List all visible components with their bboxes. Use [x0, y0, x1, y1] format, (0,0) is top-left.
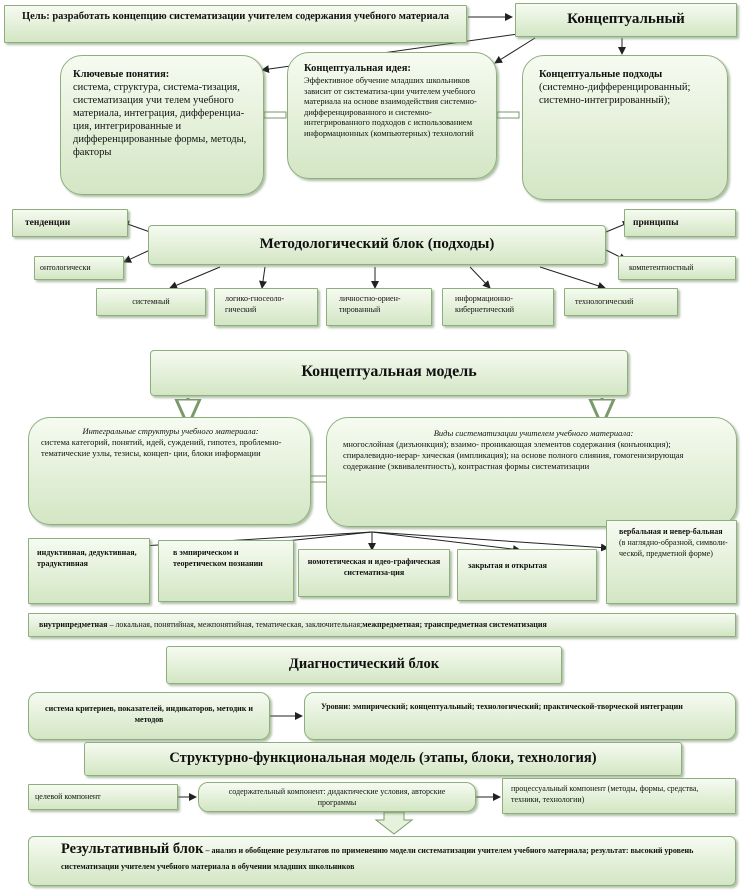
tendencies-box: тенденции	[12, 209, 128, 237]
conceptual-box: Концептуальный	[515, 3, 737, 37]
process-component-label: процессуальный компонент (методы, формы,…	[511, 784, 699, 804]
criteria-box: система критериев, показателей, индикато…	[28, 692, 270, 740]
type-verbal: вербальная и невер-бальная (в наглядно-о…	[606, 520, 737, 604]
target-component-label: целевой компонент	[35, 792, 101, 801]
approach-systemic: системный	[96, 288, 206, 316]
conceptual-title: Концептуальный	[567, 11, 685, 27]
conceptual-idea-text: Эффективное обучение младших школьников …	[304, 75, 477, 138]
approach-technological-label: технологический	[575, 297, 634, 306]
conceptual-approaches-text: (системно-дифференцированный; системно-и…	[539, 82, 691, 106]
structural-model-title: Структурно-функциональная модель (этапы,…	[169, 750, 597, 766]
conceptual-idea-box: Концептуальная идея: Эффективное обучени…	[287, 52, 497, 179]
approach-technological: технологический	[564, 288, 678, 316]
diagnostic-block-title: Диагностический блок	[288, 656, 440, 672]
integral-structures-box: Интегральные структуры учебного материал…	[28, 417, 311, 525]
subject-line-text-1: – локальная, понятийная, межпонятийная, …	[107, 620, 363, 629]
approach-personal: личностно-ориен-тированный	[326, 288, 432, 326]
approach-systemic-label: системный	[132, 297, 170, 306]
tendencies-label: тенденции	[25, 218, 71, 228]
structural-model-block: Структурно-функциональная модель (этапы,…	[84, 742, 682, 776]
type-nomothetic-label: номотетическая и идео-графическая систем…	[307, 557, 441, 577]
levels-text: Уровни: эмпирический; концептуальный; те…	[321, 702, 683, 711]
content-component-box: содержательный компонент: дидактические …	[198, 782, 476, 812]
result-title: Результативный блок	[61, 841, 204, 857]
result-text: анализ и обобщение результатов по примен…	[61, 846, 694, 871]
integral-structures-title: Интегральные структуры учебного материал…	[82, 426, 259, 436]
subject-line-bold-1: внутрипредметная	[39, 620, 108, 629]
type-verbal-bold: вербальная и невер-бальная	[619, 527, 723, 536]
target-component-box: целевой компонент	[28, 784, 178, 810]
result-block: Результативный блок – анализ и обобщение…	[28, 836, 736, 886]
type-empirical-label: в эмпирическом и теоретическом познании	[173, 548, 263, 568]
arrow-fan-5	[371, 531, 609, 552]
key-concepts-title: Ключевые понятия:	[73, 69, 170, 80]
key-concepts-box: Ключевые понятия: система, структура, си…	[60, 55, 264, 195]
ontological-label: онтологически	[40, 263, 91, 272]
type-inductive-label: индуктивная, дедуктивная, традуктивная	[37, 548, 137, 568]
arrow-fan-4	[371, 531, 521, 554]
key-concepts-text: система, структура, система-тизация, сис…	[73, 82, 247, 158]
conceptual-model-block: Концептуальная модель	[150, 350, 628, 396]
methodological-block-title: Методологический блок (подходы)	[259, 236, 495, 252]
competence-label: компетентностный	[629, 263, 694, 272]
type-verbal-text: (в наглядно-образной, символи-ческой, пр…	[619, 538, 728, 558]
conceptual-approaches-title: Концептуальные подходы	[539, 69, 663, 80]
principles-label: принципы	[633, 218, 679, 228]
result-dash: –	[203, 846, 212, 855]
systematization-types-title: Виды систематизации учителем учебного ма…	[433, 428, 634, 438]
approach-logical: логико-гносеоло-гический	[214, 288, 318, 326]
levels-box: Уровни: эмпирический; концептуальный; те…	[304, 692, 736, 740]
type-closed-open: закрытая и открытая	[457, 549, 597, 601]
arrow-structural-to-result	[374, 811, 414, 835]
subject-line-bold-2: межпредметная; транспредметная системати…	[362, 620, 547, 629]
principles-box: принципы	[624, 209, 736, 237]
arrow-method-to-info	[469, 266, 491, 289]
double-arrow-idea-approaches	[496, 111, 520, 119]
conceptual-model-title: Концептуальная модель	[301, 363, 477, 380]
goal-text: Цель: разработать концепцию систематизац…	[21, 11, 450, 22]
methodological-block: Методологический блок (подходы)	[148, 225, 606, 265]
double-arrow-key-idea	[263, 111, 287, 119]
subject-systematization-line: внутрипредметная – локальная, понятийная…	[28, 613, 736, 637]
systematization-types-box: Виды систематизации учителем учебного ма…	[326, 417, 737, 527]
approach-personal-label: личностно-ориен-тированный	[339, 294, 401, 314]
type-empirical: в эмпирическом и теоретическом познании	[158, 540, 294, 602]
conceptual-approaches-box: Концептуальные подходы (системно-диффере…	[522, 55, 728, 200]
competence-box: компетентностный	[618, 256, 736, 280]
goal-box: Цель: разработать концепцию систематизац…	[4, 5, 467, 43]
criteria-text: система критериев, показателей, индикато…	[45, 704, 253, 724]
approach-information: информационно-кибернетический	[442, 288, 554, 326]
approach-information-label: информационно-кибернетический	[455, 294, 515, 314]
arrow-method-to-logical	[259, 266, 267, 289]
process-component-box: процессуальный компонент (методы, формы,…	[502, 778, 736, 814]
arrow-method-to-tech	[539, 266, 606, 290]
arrow-method-to-systemic	[169, 266, 221, 289]
type-inductive: индуктивная, дедуктивная, традуктивная	[28, 538, 150, 604]
diagnostic-block: Диагностический блок	[166, 646, 562, 684]
arrow-method-to-ontological	[123, 249, 151, 263]
content-component-label: содержательный компонент: дидактические …	[228, 787, 446, 807]
systematization-types-text: многослойная (дизъюнкция); взаимо- прони…	[343, 439, 684, 471]
type-nomothetic: номотетическая и идео-графическая систем…	[298, 549, 450, 597]
type-closed-open-label: закрытая и открытая	[468, 561, 547, 570]
integral-structures-text: система категорий, понятий, идей, сужден…	[41, 437, 282, 458]
approach-logical-label: логико-гносеоло-гический	[225, 294, 285, 314]
ontological-box: онтологически	[34, 256, 124, 280]
conceptual-idea-title: Концептуальная идея:	[304, 63, 411, 74]
